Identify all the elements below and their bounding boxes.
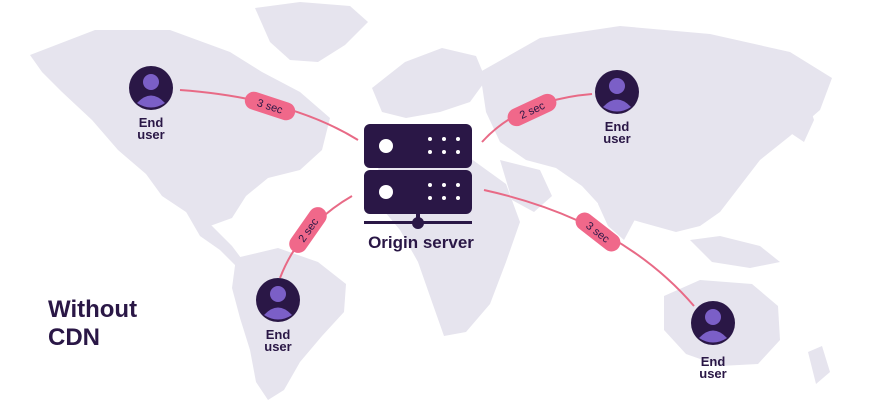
- title-line-2: CDN: [48, 324, 100, 351]
- diagram-title: Without CDN: [48, 296, 137, 352]
- user-label-2: End user: [603, 119, 631, 146]
- server-icon: [364, 124, 472, 229]
- origin-server-label: Origin server: [368, 233, 474, 252]
- latency-badge-1: 3 sec: [244, 91, 296, 121]
- world-map: [30, 2, 832, 400]
- user-label-3: End user: [264, 327, 292, 354]
- user-label-1: End user: [137, 115, 165, 142]
- user-label-4: End user: [699, 354, 727, 381]
- user-avatar-icon-2: [595, 70, 639, 114]
- user-avatar-icon-1: [129, 66, 173, 110]
- user-avatar-icon-3: [256, 278, 300, 322]
- user-avatar-icon-4: [691, 301, 735, 345]
- title-line-1: Without: [48, 296, 138, 323]
- latency-badge-3: 2 sec: [289, 207, 327, 253]
